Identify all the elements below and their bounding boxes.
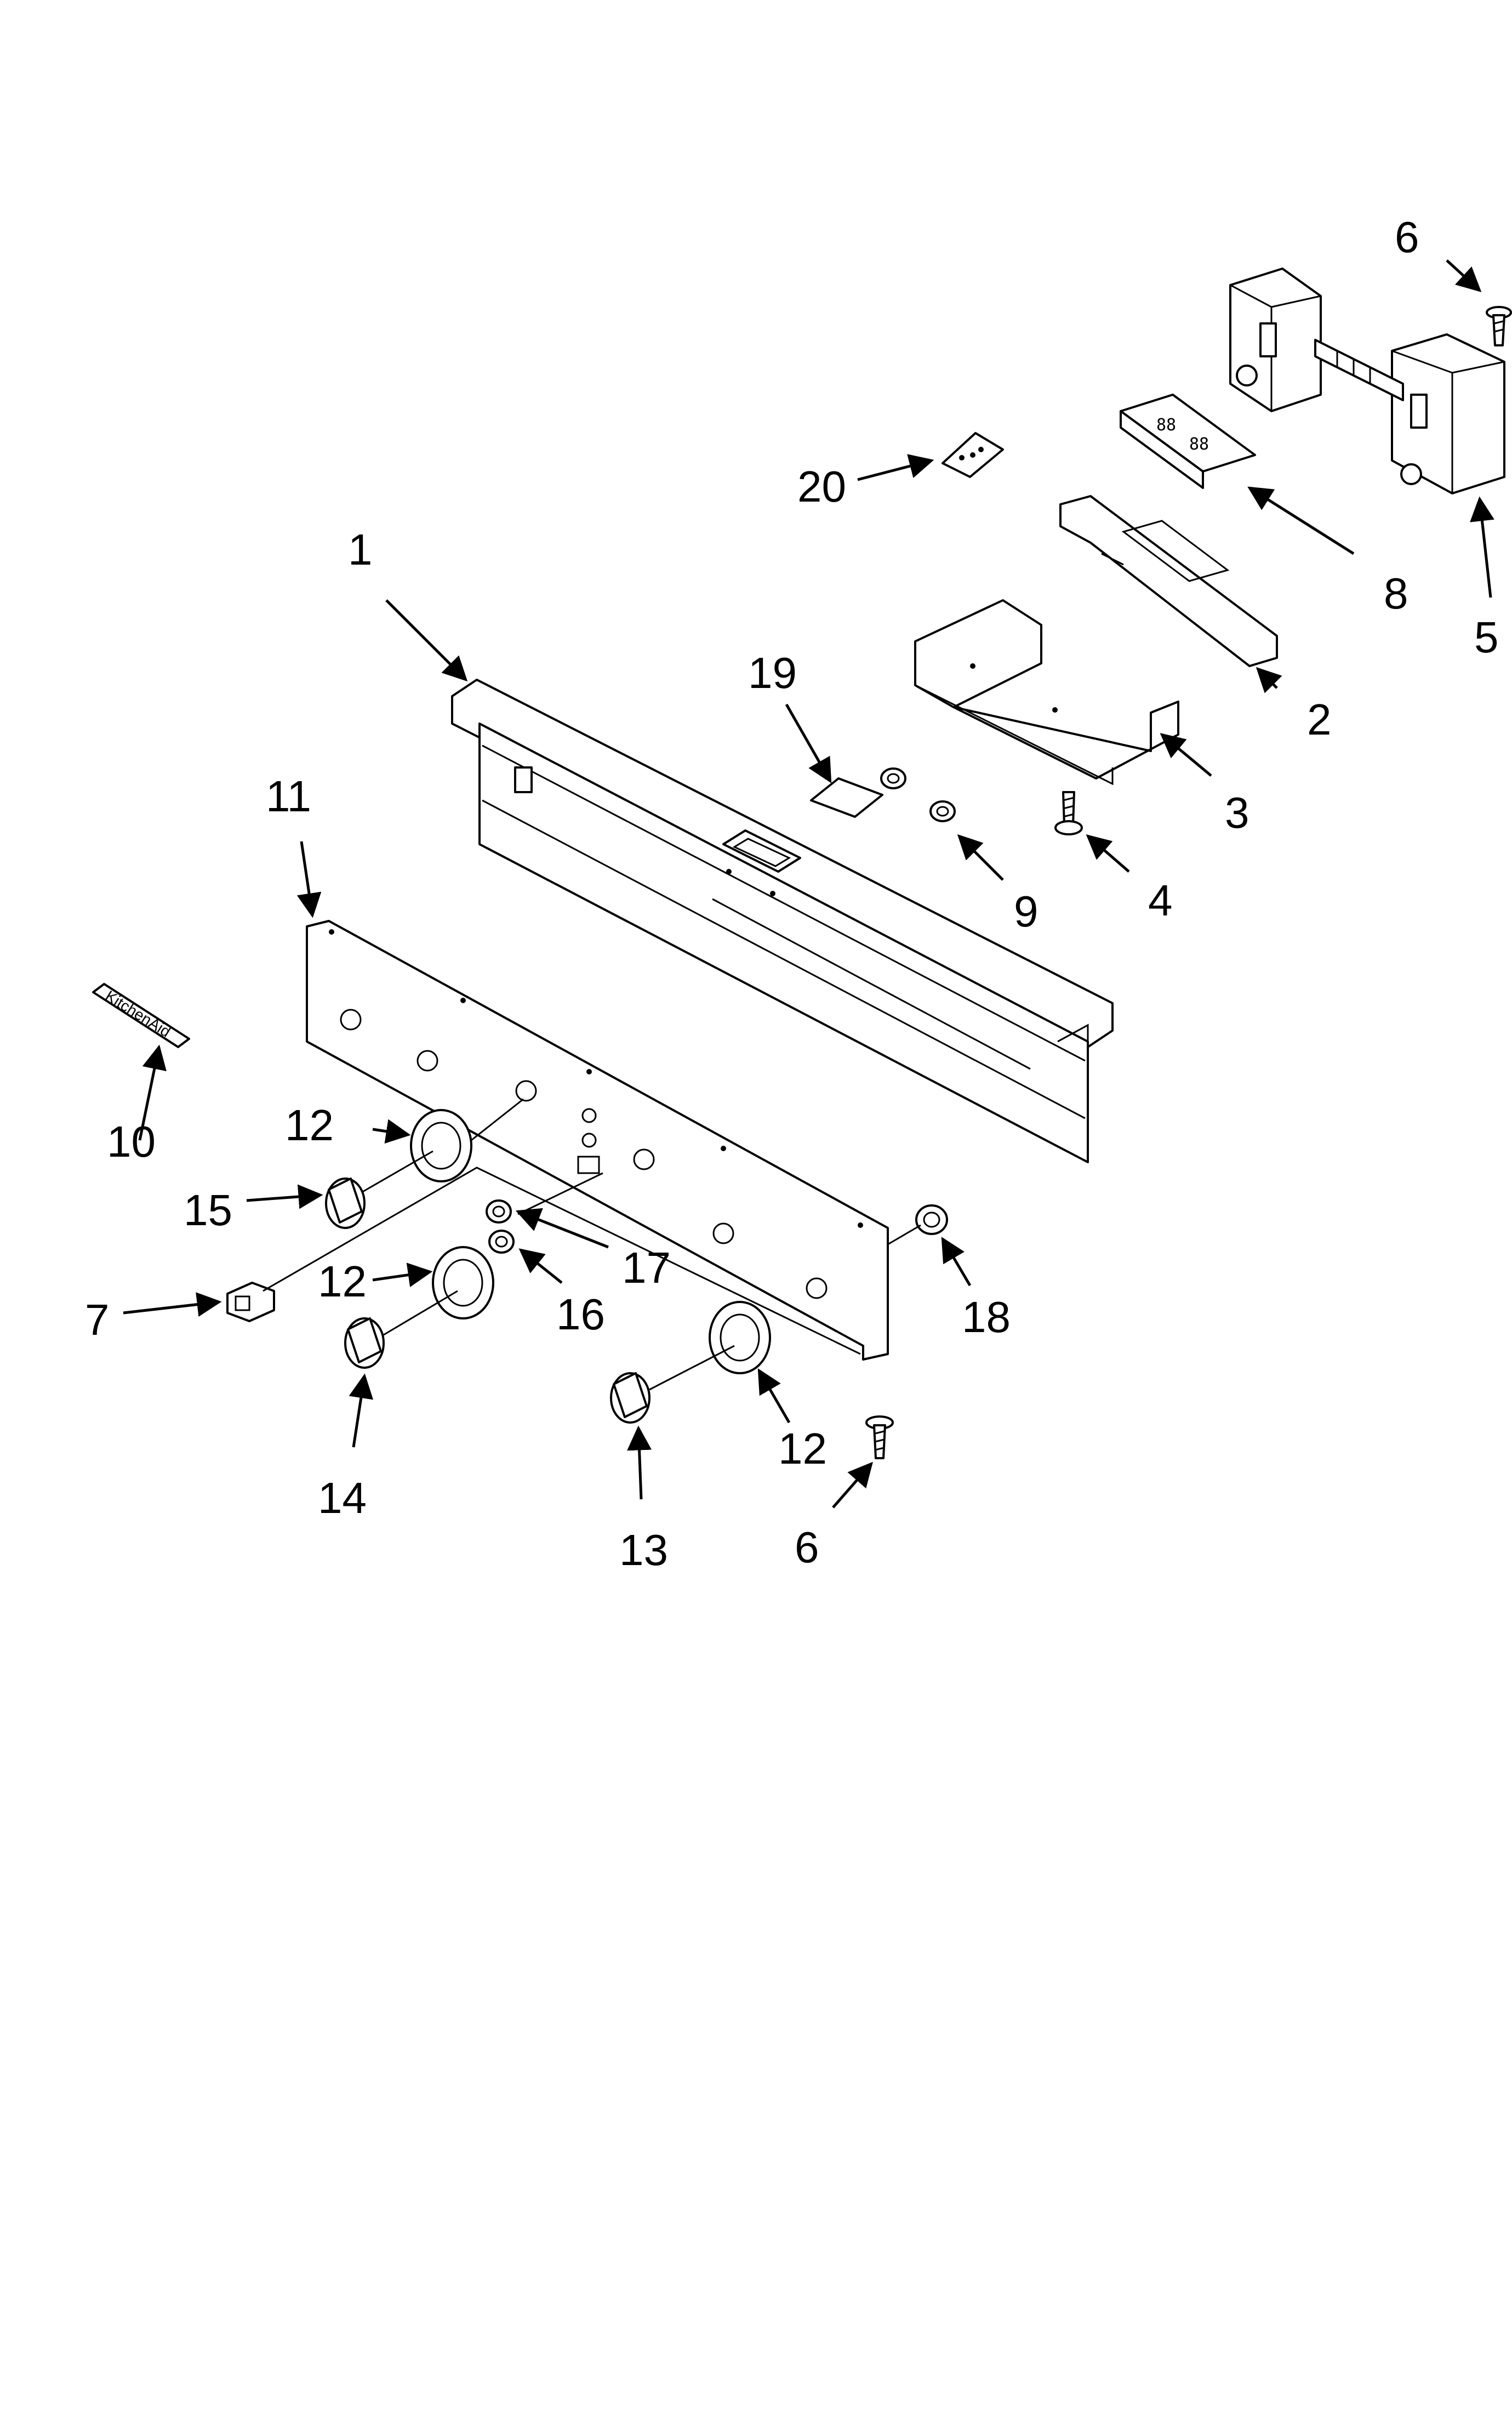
knob-part-13 xyxy=(610,1372,651,1424)
knob-bezel-2 xyxy=(432,1246,494,1319)
indicator-light xyxy=(226,1282,275,1322)
callout-12-b: 12 xyxy=(318,1257,367,1306)
callout-16: 16 xyxy=(556,1290,605,1339)
display-board: 88 88 xyxy=(1120,394,1256,489)
callout-12-c: 12 xyxy=(778,1424,827,1473)
callout-12-a: 12 xyxy=(285,1101,334,1150)
control-bracket xyxy=(1059,495,1278,667)
control-panel-housing xyxy=(451,679,1114,1163)
callout-1: 1 xyxy=(348,525,373,574)
grommet-part-9 xyxy=(880,767,956,822)
callout-4: 4 xyxy=(1148,876,1173,925)
knob-part-14 xyxy=(344,1317,385,1369)
callout-19: 19 xyxy=(748,649,797,697)
callout-6-top: 6 xyxy=(1395,213,1419,261)
screw-part-6-bottom xyxy=(865,1415,894,1459)
callout-18: 18 xyxy=(962,1293,1011,1341)
callout-3: 3 xyxy=(1225,788,1249,837)
label-part-20 xyxy=(942,432,1004,478)
switch-assembly xyxy=(1229,268,1505,494)
callout-20: 20 xyxy=(797,462,846,511)
callout-8: 8 xyxy=(1384,569,1408,618)
callout-2: 2 xyxy=(1307,695,1332,744)
display-digits-left: 88 xyxy=(1156,416,1176,435)
callout-17: 17 xyxy=(622,1243,671,1292)
leader-lines xyxy=(123,259,1494,1509)
knob-bezel-1 xyxy=(410,1109,472,1182)
callout-6-bottom: 6 xyxy=(795,1523,819,1572)
assembly-guide-lines xyxy=(263,1098,921,1391)
logo-text: KitchenAid xyxy=(102,987,174,1040)
callout-7: 7 xyxy=(85,1295,110,1344)
screw-part-4 xyxy=(1054,791,1083,835)
grommet-part-16 xyxy=(488,1230,515,1254)
knob-part-15 xyxy=(325,1177,366,1229)
shield-panel xyxy=(914,599,1179,786)
callout-11: 11 xyxy=(266,772,311,821)
callout-labels: 1 2 3 4 5 6 6 7 8 9 10 11 12 12 12 13 14… xyxy=(85,213,1499,1574)
logo-badge: KitchenAid xyxy=(92,983,190,1048)
screw-part-6-top xyxy=(1486,306,1512,346)
callout-13: 13 xyxy=(619,1526,668,1574)
grommet-part-17 xyxy=(486,1199,512,1224)
callout-14: 14 xyxy=(318,1474,367,1522)
label-part-19 xyxy=(810,777,883,818)
callout-10: 10 xyxy=(107,1117,156,1166)
callout-5: 5 xyxy=(1474,613,1499,662)
callout-9: 9 xyxy=(1014,887,1039,936)
console-back-plate xyxy=(306,920,889,1361)
display-digits-right: 88 xyxy=(1189,435,1209,454)
callout-15: 15 xyxy=(184,1186,232,1235)
knob-bezel-3 xyxy=(709,1301,771,1374)
grommet-part-18 xyxy=(915,1204,948,1235)
